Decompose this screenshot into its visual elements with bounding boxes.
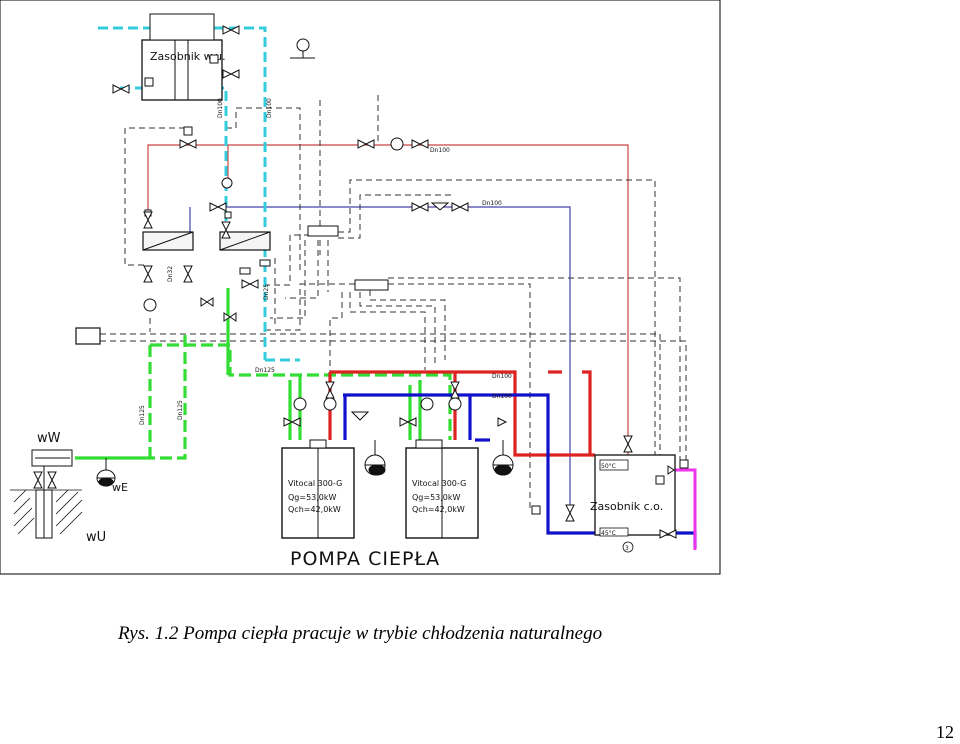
unit1-qg: Qg=53,0kW bbox=[288, 493, 337, 502]
heat-pump-title: POMPA CIEPŁA bbox=[290, 548, 440, 570]
heating-tank-temp-top: 50°C bbox=[601, 463, 616, 470]
manifold-2 bbox=[354, 279, 389, 291]
page-number: 12 bbox=[936, 722, 954, 742]
exchanger-fittings bbox=[143, 177, 271, 322]
dim-dn100-blue: Dn100 bbox=[482, 200, 502, 207]
unit-pumps bbox=[283, 381, 508, 427]
right-side-fittings bbox=[531, 435, 689, 539]
green-pipes bbox=[75, 288, 452, 460]
heating-tank bbox=[594, 454, 676, 553]
dim-dn100-red: Dn100 bbox=[430, 147, 450, 154]
heating-tank-temp-bottom: 45°C bbox=[601, 530, 616, 537]
dim-dn100-supply: Dn100 bbox=[492, 373, 512, 380]
dim-dn125-left: Dn125 bbox=[139, 405, 146, 425]
manifold-1 bbox=[307, 225, 339, 237]
heat-exchanger-2 bbox=[219, 231, 271, 251]
unit2-name: Vitocal 300-G bbox=[412, 479, 466, 488]
well-head bbox=[31, 449, 73, 539]
well-wu-label: wU bbox=[86, 530, 106, 545]
well-we-label: wE bbox=[112, 481, 128, 494]
heat-pump-unit-1 bbox=[281, 439, 355, 539]
dhw-fittings bbox=[112, 25, 315, 94]
unit1-qch: Qch=42,0kW bbox=[288, 505, 341, 514]
dhw-tank-label: Zasobnik w.u. bbox=[150, 50, 226, 63]
well-we-symbol bbox=[96, 458, 116, 487]
dim-dn125-top: Dn125 bbox=[255, 367, 275, 374]
heat-exchanger-1 bbox=[142, 231, 194, 251]
dim-dn25: Dn25 bbox=[263, 284, 270, 300]
unit2-qch: Qch=42,0kW bbox=[412, 505, 465, 514]
heating-tank-label: Zasobnik c.o. bbox=[590, 500, 663, 513]
unit1-name: Vitocal 300-G bbox=[288, 479, 342, 488]
dim-dn100-a: Dn100 bbox=[217, 98, 224, 118]
expansion-vessels bbox=[364, 440, 514, 476]
well-ww-label: wW bbox=[37, 431, 61, 446]
dim-dn32: Dn32 bbox=[167, 266, 174, 282]
heat-pump-schematic: Zasobnik w.u. Dn100 Dn100 Dn100 bbox=[0, 0, 721, 575]
control-box bbox=[75, 327, 101, 345]
dhw-tank bbox=[141, 13, 223, 101]
ground-hatching bbox=[10, 489, 83, 535]
heat-pump-unit-2 bbox=[405, 439, 479, 539]
heating-tank-circle-number: 3 bbox=[625, 545, 629, 552]
dim-dn100-return: Dn100 bbox=[492, 393, 512, 400]
dim-dn100-b: Dn100 bbox=[266, 98, 273, 118]
thin-blue-pipe bbox=[189, 206, 571, 505]
unit2-qg: Qg=53,0kW bbox=[412, 493, 461, 502]
dim-dn125-mid: Dn125 bbox=[177, 400, 184, 420]
blue-line-fittings bbox=[209, 202, 469, 212]
control-dashed-lines bbox=[100, 95, 687, 510]
red-line-fittings bbox=[179, 126, 429, 151]
figure-caption: Rys. 1.2 Pompa ciepła pracuje w trybie c… bbox=[118, 623, 603, 644]
